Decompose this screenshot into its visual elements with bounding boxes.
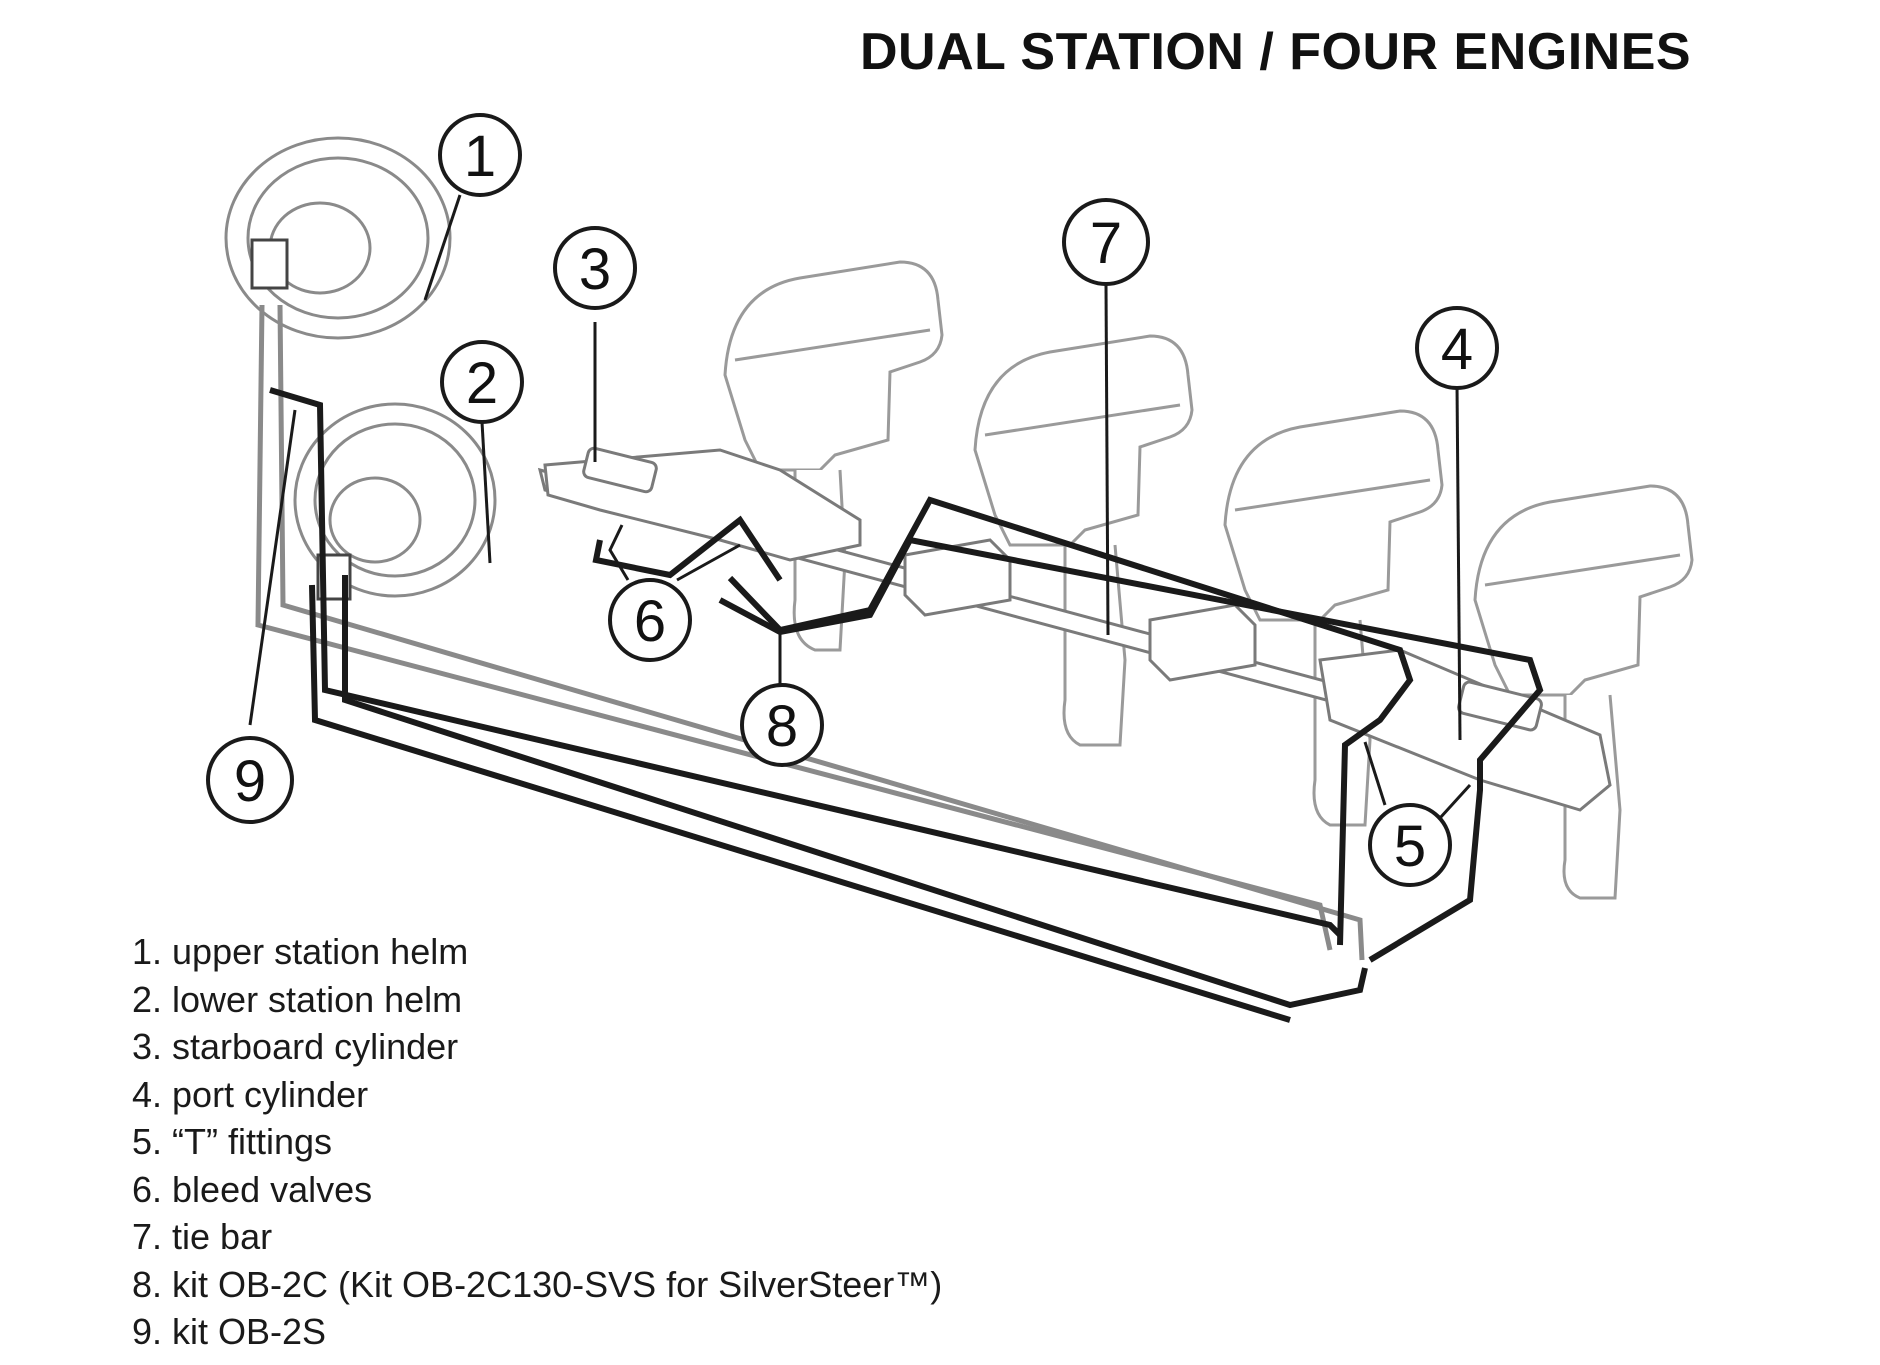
svg-text:1: 1: [464, 124, 496, 189]
callout-6: 6: [608, 578, 692, 662]
leader-lines: [248, 194, 1472, 820]
svg-text:7: 7: [1090, 211, 1122, 276]
diagram-title: DUAL STATION / FOUR ENGINES: [860, 23, 1692, 81]
svg-text:4: 4: [1441, 317, 1473, 382]
callout-9: 9: [206, 736, 294, 824]
legend-item: 3. starboard cylinder: [132, 1026, 459, 1067]
legend-item: 4. port cylinder: [132, 1073, 369, 1115]
callout-3: 3: [553, 226, 637, 310]
svg-text:2: 2: [466, 351, 498, 416]
svg-text:9: 9: [234, 749, 266, 814]
callout-5: 5: [1368, 803, 1452, 887]
legend-item: 8. kit OB-2C (Kit OB-2C130-SVS for Silve…: [132, 1263, 943, 1305]
legend-item: 6. bleed valves: [132, 1168, 373, 1210]
legend-item: 2. lower station helm: [132, 978, 463, 1020]
engine-2: [973, 334, 1194, 747]
hoses-dark: [269, 387, 1544, 1023]
callout-2: 2: [440, 340, 524, 424]
legend-item: 1. upper station helm: [132, 931, 469, 972]
legend-item: 9. kit OB-2S: [132, 1311, 327, 1352]
tie-bar-assembly: [537, 446, 1612, 812]
svg-text:6: 6: [634, 589, 666, 654]
svg-text:3: 3: [579, 237, 611, 302]
svg-text:8: 8: [766, 694, 798, 759]
callout-7: 7: [1062, 198, 1150, 286]
upper-helm: [224, 136, 452, 340]
legend-item: 7. tie bar: [132, 1216, 273, 1257]
callout-4: 4: [1415, 306, 1499, 390]
svg-text:5: 5: [1394, 814, 1426, 879]
legend-list: 1. upper station helm 2. lower station h…: [132, 928, 942, 1356]
callout-1: 1: [438, 113, 522, 197]
legend-item: 5. “T” fittings: [132, 1121, 333, 1162]
callout-8: 8: [740, 683, 824, 767]
engine-3: [1223, 409, 1444, 827]
